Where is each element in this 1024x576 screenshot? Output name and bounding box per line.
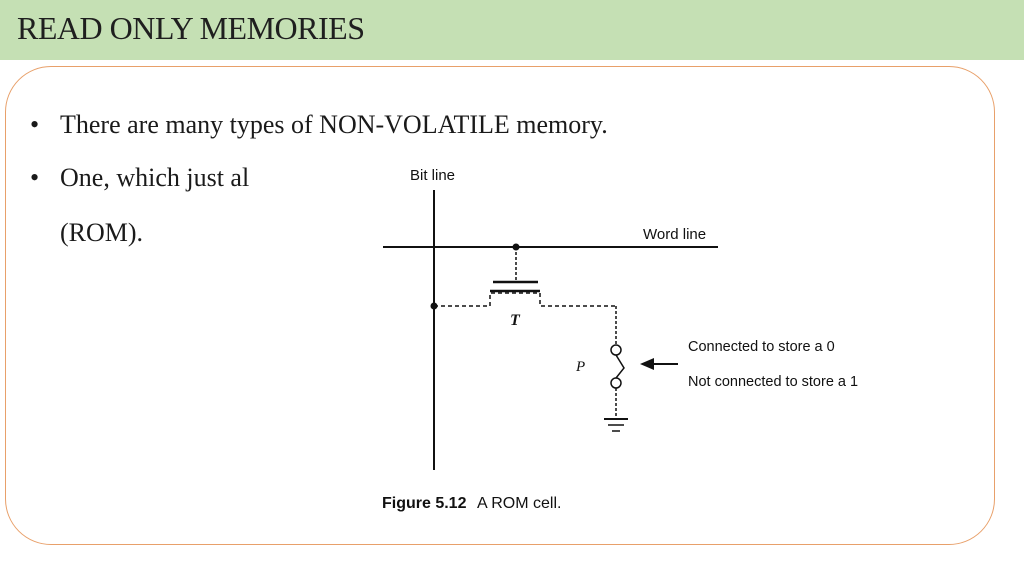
bullet-continuation: (ROM). <box>60 218 144 247</box>
note-not-connected: Not connected to store a 1 <box>688 374 858 390</box>
word-line-label: Word line <box>643 226 706 243</box>
bullet-item-1: • There are many types of NON-VOLATILE me… <box>30 110 608 140</box>
transistor-label: T <box>510 312 521 329</box>
slide-title: READ ONLY MEMORIES <box>17 10 365 46</box>
bullet-marker: • <box>30 110 40 139</box>
figure-caption: A ROM cell. <box>477 495 561 512</box>
rom-cell-diagram: Bit line Word line T P Connected to stor… <box>382 167 858 512</box>
bit-line-label: Bit line <box>410 167 455 184</box>
fuse-top-contact <box>610 344 622 356</box>
bit-line-junction <box>430 302 438 310</box>
figure-number: Figure 5.12 <box>382 495 467 512</box>
bullet-text: There are many types of NON-VOLATILE mem… <box>60 110 608 139</box>
bullet-marker: • <box>30 163 40 192</box>
fuse-label: P <box>575 359 585 375</box>
fuse-bottom-contact <box>610 377 622 389</box>
bullet-item-2: • One, which just al <box>30 163 249 193</box>
rom-cell-figure: Bit line Word line T P Connected to stor… <box>378 155 898 525</box>
bullet-text: One, which just al <box>60 163 250 192</box>
note-connected: Connected to store a 0 <box>688 339 835 355</box>
title-bar: READ ONLY MEMORIES <box>0 0 1024 60</box>
